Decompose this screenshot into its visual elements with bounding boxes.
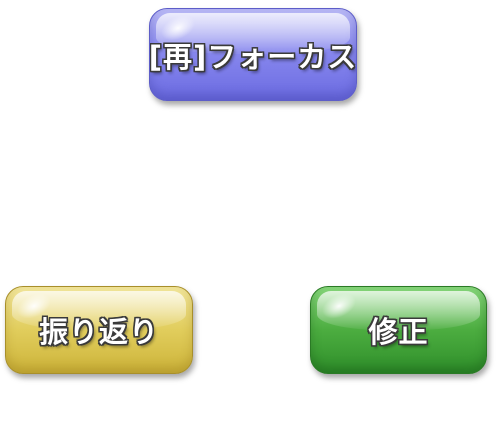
node-refocus: [再]フォーカス [149,8,357,101]
node-reflect: 振り返り [5,286,193,374]
node-fix: 修正 [310,286,487,374]
node-fix-label: 修正 [368,315,429,349]
node-refocus-label: [再]フォーカス [149,39,357,74]
node-highlight [318,288,360,324]
node-reflect-label: 振り返り [38,315,159,349]
